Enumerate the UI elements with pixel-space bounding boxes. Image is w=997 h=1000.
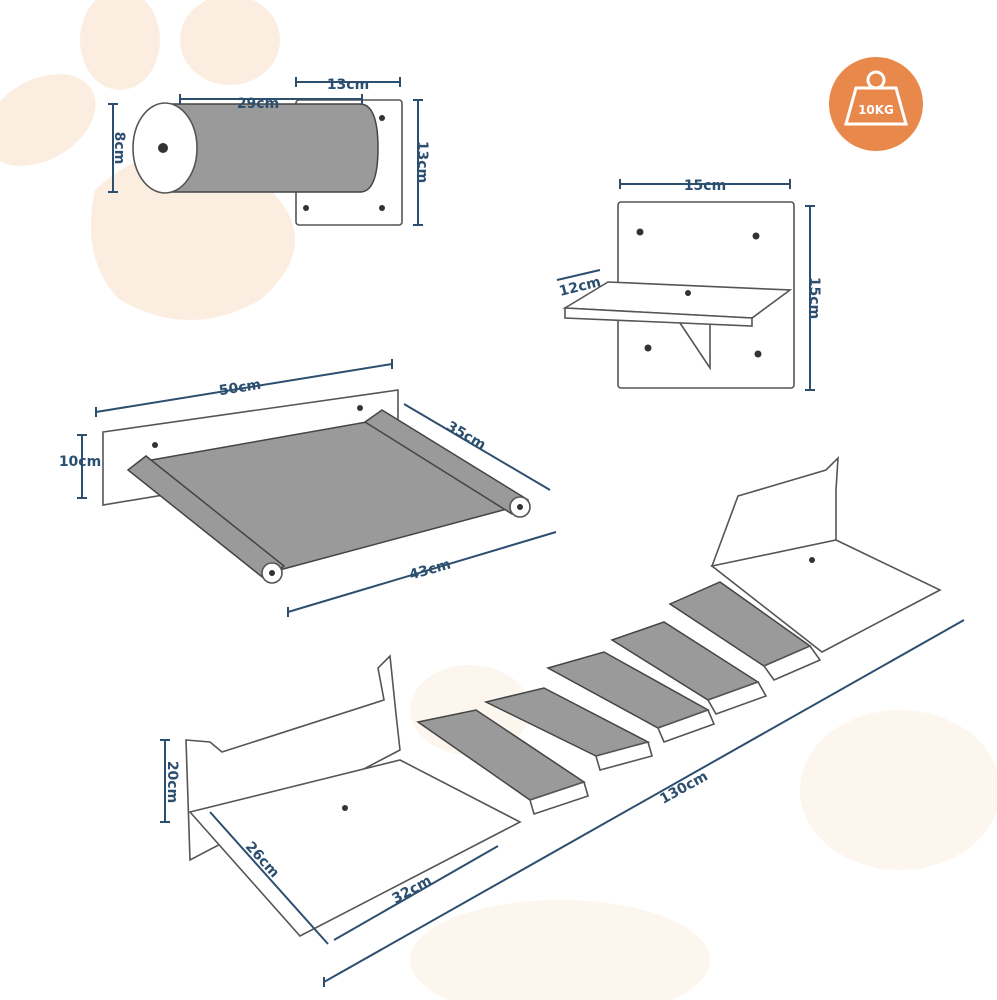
weight-badge: 10KG — [829, 57, 923, 151]
post-diameter-label: 8cm — [111, 132, 127, 165]
post-plate-width-label: 13cm — [327, 77, 369, 93]
post-sisal-roll — [164, 103, 379, 193]
hammock-height-label: 10cm — [59, 454, 101, 470]
post-length-label: 29cm — [237, 96, 279, 112]
scratching-post: 29cm 13cm 8cm 13cm — [108, 77, 430, 226]
bridge-steps — [416, 581, 822, 816]
weight-label: 10KG — [858, 103, 894, 117]
cat-bridge: 130cm 20cm 26cm 32cm — [160, 455, 965, 987]
kettlebell-icon — [844, 86, 908, 126]
hammock: 50cm 35cm 10cm 43cm — [59, 359, 557, 617]
cat-step: 15cm 12cm 15cm — [556, 178, 822, 391]
weight-badge-circle — [829, 57, 923, 151]
hammock-length-label: 50cm — [218, 377, 262, 399]
bridge-right-platform — [710, 539, 942, 653]
step-height-label: 15cm — [806, 277, 822, 319]
bridge-platform-height-label: 20cm — [164, 761, 180, 803]
step-shelf-front — [564, 307, 753, 327]
hammock-left-bar — [126, 455, 286, 581]
step-width-label: 15cm — [684, 178, 726, 194]
post-plate-height-label: 13cm — [414, 141, 430, 183]
hammock-bed-width-label: 43cm — [407, 556, 452, 583]
bridge-left-platform — [188, 759, 522, 937]
hammock-depth-label: 35cm — [444, 418, 489, 453]
